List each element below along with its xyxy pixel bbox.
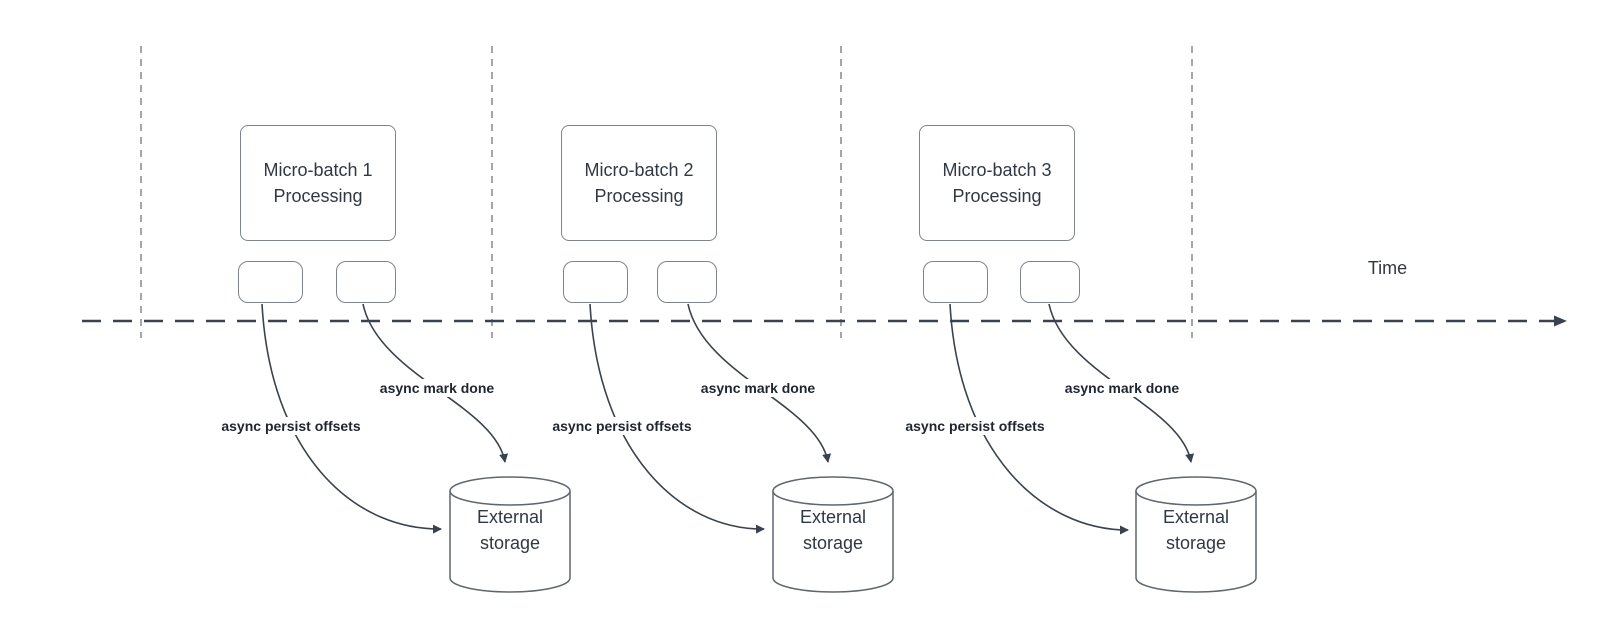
external-storage-label-3: External storage (1136, 504, 1256, 556)
external-storage-label-2-line1: External (799, 507, 867, 527)
mark-done-task-box-2 (657, 261, 717, 303)
external-storage-label-1-line1: External (476, 507, 544, 527)
external-storage-label-2-line2: storage (802, 533, 864, 553)
external-storage-cylinder-1 (449, 476, 571, 593)
micro-batch-3-title-line1: Micro-batch 3 (942, 160, 1052, 180)
time-axis-label: Time (1367, 258, 1408, 278)
persist-offsets-label-2: async persist offsets (549, 417, 695, 435)
mark-done-task-box-1 (336, 261, 396, 303)
persist-offsets-task-box-1 (238, 261, 303, 303)
external-storage-label-3-line2: storage (1165, 533, 1227, 553)
persist-offsets-arrow-2 (589, 303, 765, 534)
external-storage-label-1: External storage (450, 504, 570, 556)
mark-done-label-1: async mark done (376, 379, 498, 397)
micro-batch-2-title-line2: Processing (594, 186, 684, 206)
mark-done-label-3: async mark done (1061, 379, 1183, 397)
persist-offsets-label-1: async persist offsets (218, 417, 364, 435)
micro-batch-3-processing-box: Micro-batch 3 Processing (919, 125, 1075, 241)
persist-offsets-task-box-3 (923, 261, 988, 303)
external-storage-label-1-line2: storage (479, 533, 541, 553)
mark-done-label-2: async mark done (697, 379, 819, 397)
persist-offsets-task-box-2 (563, 261, 628, 303)
micro-batch-3-title-line2: Processing (952, 186, 1042, 206)
external-storage-cylinder-2 (772, 476, 894, 593)
persist-offsets-arrow-1 (261, 303, 442, 534)
persist-offsets-arrow-3 (949, 303, 1129, 535)
micro-batch-2-processing-box: Micro-batch 2 Processing (561, 125, 717, 241)
micro-batch-2-title-line1: Micro-batch 2 (584, 160, 694, 180)
external-storage-cylinder-3 (1135, 476, 1257, 593)
micro-batch-1-processing-box: Micro-batch 1 Processing (240, 125, 396, 241)
micro-batch-1-title-line1: Micro-batch 1 (263, 160, 373, 180)
persist-offsets-label-3: async persist offsets (902, 417, 1048, 435)
mark-done-task-box-3 (1020, 261, 1080, 303)
external-storage-label-2: External storage (773, 504, 893, 556)
micro-batch-1-title-line2: Processing (273, 186, 363, 206)
external-storage-label-3-line1: External (1162, 507, 1230, 527)
